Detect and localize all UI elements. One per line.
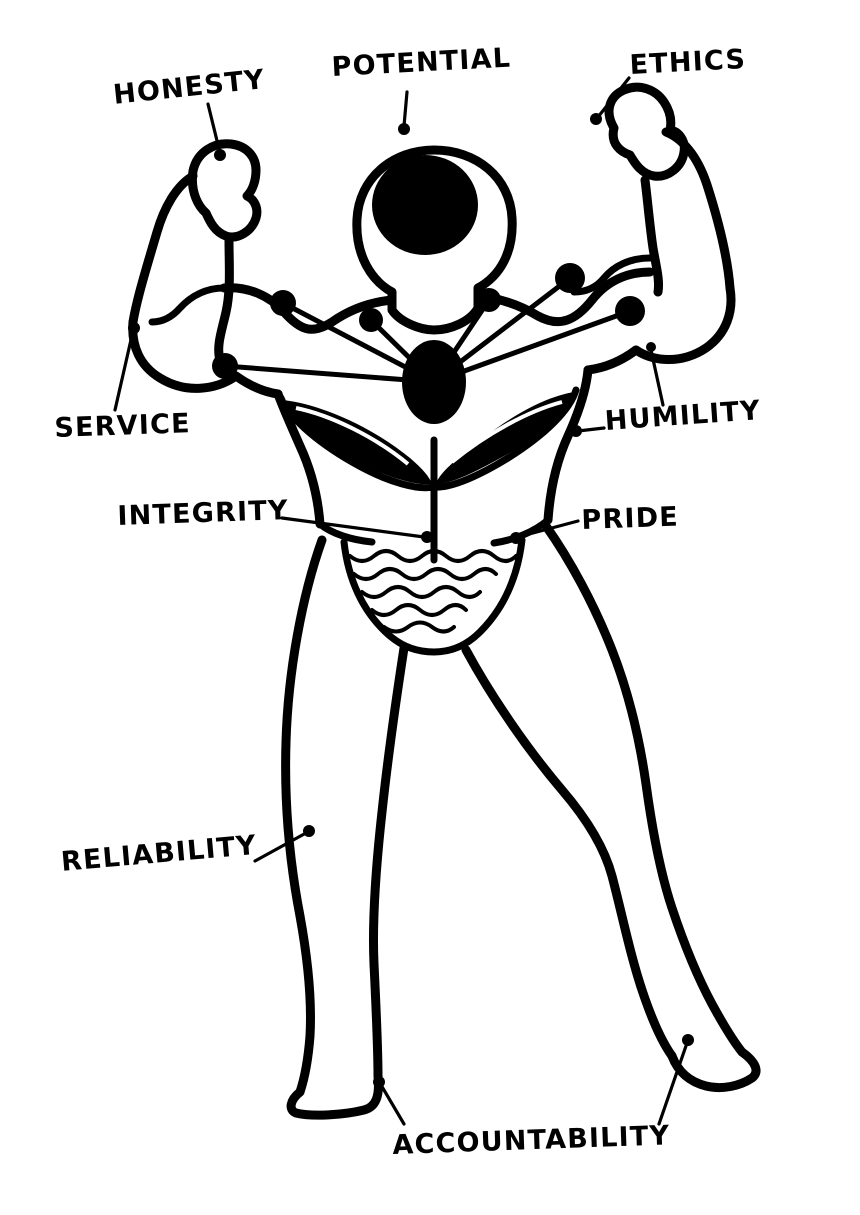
right-foot bbox=[667, 1047, 761, 1093]
leader-accountability-right bbox=[657, 1041, 689, 1126]
node-right-outer bbox=[615, 296, 645, 326]
leader-dot-accountability-right bbox=[682, 1034, 694, 1046]
leader-ethics bbox=[596, 76, 631, 119]
left-fist-outline bbox=[187, 139, 262, 242]
leader-dot-integrity bbox=[421, 531, 433, 543]
head-outline bbox=[352, 145, 517, 335]
leader-dot-accountability-left bbox=[373, 1076, 385, 1088]
leader-humility-pec bbox=[576, 426, 606, 433]
leader-accountability-left bbox=[379, 1083, 406, 1126]
leader-dot-reliability bbox=[303, 825, 315, 837]
left-upper-arm-outer bbox=[128, 171, 198, 327]
briefs-hatch-3 bbox=[360, 585, 482, 599]
right-leg-outer bbox=[541, 521, 747, 1057]
left-armpit-to-torso bbox=[231, 371, 283, 399]
right-pectoral bbox=[436, 392, 574, 484]
right-lat-outline bbox=[543, 365, 593, 525]
left-pectoral-inner-line bbox=[295, 406, 410, 466]
briefs-hatch-4 bbox=[370, 603, 468, 617]
head-group bbox=[352, 145, 517, 335]
head-fill bbox=[372, 155, 478, 255]
left-lower-arm bbox=[128, 317, 241, 393]
leader-reliability bbox=[253, 831, 308, 863]
left-waist-line bbox=[316, 520, 376, 546]
left-leg-inner bbox=[368, 643, 409, 1081]
leader-pride bbox=[516, 519, 580, 539]
right-arm-group bbox=[570, 82, 736, 375]
leader-dot-honesty bbox=[214, 149, 226, 161]
right-forearm-inner bbox=[640, 175, 663, 297]
leader-dot-humility-pec bbox=[570, 425, 582, 437]
left-pec-border bbox=[277, 394, 437, 492]
briefs-hatch-2 bbox=[352, 567, 498, 581]
node-network-group bbox=[212, 263, 645, 424]
left-pectoral bbox=[283, 400, 432, 485]
briefs-outline bbox=[340, 536, 526, 656]
leader-lines-group bbox=[113, 76, 694, 1126]
pectorals-group bbox=[277, 386, 580, 492]
central-chest-hub bbox=[402, 340, 466, 424]
label-service[interactable]: SERVICE bbox=[53, 408, 192, 444]
right-armpit-to-torso bbox=[583, 345, 641, 375]
leader-humility-upper bbox=[649, 348, 665, 407]
spoke-left-outer bbox=[222, 363, 437, 385]
label-ethics[interactable]: ETHICS bbox=[628, 43, 747, 81]
right-pectoral-inner-line bbox=[450, 400, 563, 464]
briefs-hatch-5 bbox=[382, 620, 456, 634]
left-foot bbox=[286, 1071, 383, 1120]
leader-dot-humility-upper bbox=[646, 342, 656, 352]
right-leg-inner bbox=[461, 645, 677, 1061]
right-trap-shoulder bbox=[473, 267, 655, 327]
label-pride[interactable]: PRIDE bbox=[580, 501, 680, 536]
briefs-group bbox=[340, 536, 526, 656]
node-right-mid bbox=[555, 263, 585, 293]
briefs-hatch-1 bbox=[348, 549, 518, 563]
leader-honesty bbox=[206, 102, 222, 155]
legs-group bbox=[281, 521, 761, 1120]
right-upper-arm-outer bbox=[661, 127, 735, 293]
node-right-inner bbox=[477, 288, 501, 312]
label-integrity[interactable]: INTEGRITY bbox=[116, 495, 290, 532]
leader-dot-ethics bbox=[590, 113, 602, 125]
node-left-outer bbox=[212, 353, 238, 379]
left-arm-group bbox=[128, 139, 283, 399]
left-trap-shoulder bbox=[219, 283, 397, 334]
left-leg-outer bbox=[281, 535, 327, 1097]
leader-integrity bbox=[280, 516, 426, 539]
node-left-mid bbox=[270, 290, 296, 316]
left-biceps-contour bbox=[148, 284, 228, 326]
leader-dot-service bbox=[128, 322, 140, 334]
leader-potential bbox=[402, 90, 409, 128]
torso-upper-group bbox=[219, 267, 655, 334]
node-left-inner bbox=[359, 308, 383, 332]
leader-dot-potential bbox=[398, 123, 410, 135]
leader-service bbox=[113, 329, 135, 412]
right-biceps-contour bbox=[570, 254, 654, 296]
spoke-right-outer bbox=[431, 308, 633, 385]
right-pec-border bbox=[431, 386, 580, 491]
left-forearm-inner bbox=[214, 235, 234, 365]
leader-dot-pride bbox=[510, 532, 522, 544]
